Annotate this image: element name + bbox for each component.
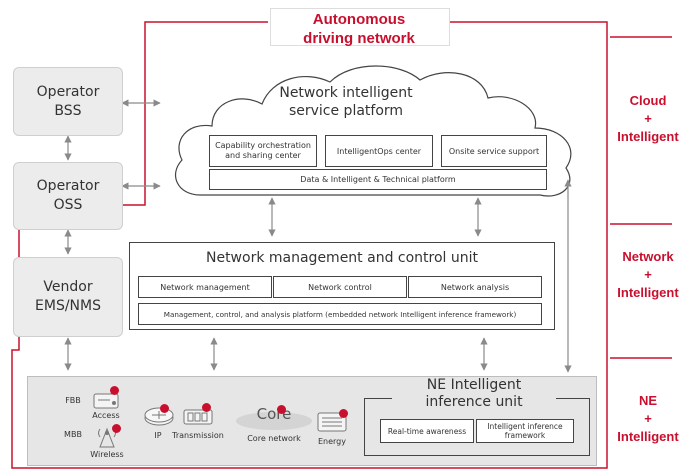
cloud-intelligent-label: Cloud + Intelligent xyxy=(606,92,690,146)
inference-framework-box: Intelligent inference framework xyxy=(476,419,574,443)
ip-status-dot xyxy=(160,404,169,413)
title-box xyxy=(270,8,450,46)
energy-icon xyxy=(317,412,347,432)
operator-oss-label: Operator OSS xyxy=(36,178,100,213)
network-intelligent-word: Intelligent xyxy=(617,285,679,300)
realtime-awareness-label: Real-time awareness xyxy=(387,426,467,436)
network-word: Network xyxy=(622,249,674,264)
data-platform-box: Data & Intelligent & Technical platform xyxy=(209,169,547,190)
cloud-word: Cloud xyxy=(629,93,667,108)
network-control-box: Network control xyxy=(273,276,407,298)
core-word: Core xyxy=(256,405,292,423)
network-intelligent-label: Network + Intelligent xyxy=(606,248,690,302)
transmission-status-dot xyxy=(202,403,211,412)
cloud-title: Network intelligent service platform xyxy=(279,85,413,119)
energy-label: Energy xyxy=(317,437,346,446)
cloud-plus: + xyxy=(644,111,652,126)
mbb-label: MBB xyxy=(64,430,82,439)
network-control-label: Network control xyxy=(308,282,372,292)
network-management-label: Network management xyxy=(160,282,250,292)
access-status-dot xyxy=(110,386,119,395)
core-status-dot xyxy=(277,405,286,414)
autonomous-boundary-line xyxy=(11,21,608,469)
ip-router-icon xyxy=(144,407,174,426)
access-icon xyxy=(93,393,119,409)
inference-framework-label: Intelligent inference framework xyxy=(487,422,563,440)
energy-status-dot xyxy=(339,409,348,418)
core-network-label: Core network xyxy=(247,434,301,443)
wireless-status-dot xyxy=(112,424,121,433)
fbb-label: FBB xyxy=(65,396,81,405)
network-analysis-label: Network analysis xyxy=(440,282,510,292)
transmission-icon xyxy=(183,409,213,425)
capability-orchestration-box: Capability orchestration and sharing cen… xyxy=(209,135,317,167)
cloud-intelligent-word: Intelligent xyxy=(617,129,679,144)
data-platform-label: Data & Intelligent & Technical platform xyxy=(300,175,456,184)
ne-plus: + xyxy=(644,411,652,426)
vendor-ems-box: Vendor EMS/NMS xyxy=(13,257,123,337)
mca-platform-label: Management, control, and analysis platfo… xyxy=(163,309,517,319)
title-line-1: Autonomous xyxy=(312,11,406,28)
nmc-title: Network management and control unit xyxy=(205,250,479,266)
ip-label: IP xyxy=(154,431,162,440)
access-label: Access xyxy=(92,411,120,420)
core-network-ellipse xyxy=(236,412,312,430)
realtime-awareness-box: Real-time awareness xyxy=(380,419,474,443)
onsite-service-box: Onsite service support xyxy=(441,135,547,167)
network-management-box: Network management xyxy=(138,276,272,298)
onsite-service-label: Onsite service support xyxy=(448,146,540,156)
wireless-icon xyxy=(98,427,116,448)
network-plus: + xyxy=(644,267,652,282)
operator-bss-box: Operator BSS xyxy=(13,67,123,136)
operator-oss-box: Operator OSS xyxy=(13,162,123,230)
intelligentops-center-label: IntelligentOps center xyxy=(336,146,422,156)
ne-inference-unit-title: NE Intelligent inference unit xyxy=(392,377,556,411)
ne-intelligent-word: Intelligent xyxy=(617,429,679,444)
intelligentops-center-box: IntelligentOps center xyxy=(325,135,433,167)
wireless-label: Wireless xyxy=(90,450,124,459)
vendor-ems-label: Vendor EMS/NMS xyxy=(35,279,101,314)
diagram-title: Autonomous driving network xyxy=(270,10,448,48)
ne-intelligent-label: NE + Intelligent xyxy=(606,392,690,446)
ne-word: NE xyxy=(638,393,658,408)
mca-platform-box: Management, control, and analysis platfo… xyxy=(138,303,542,325)
network-analysis-box: Network analysis xyxy=(408,276,542,298)
operator-bss-label: Operator BSS xyxy=(36,83,100,119)
title-line-2: driving network xyxy=(303,30,415,47)
capability-orchestration-label: Capability orchestration and sharing cen… xyxy=(215,141,311,160)
transmission-label: Transmission xyxy=(172,431,224,440)
